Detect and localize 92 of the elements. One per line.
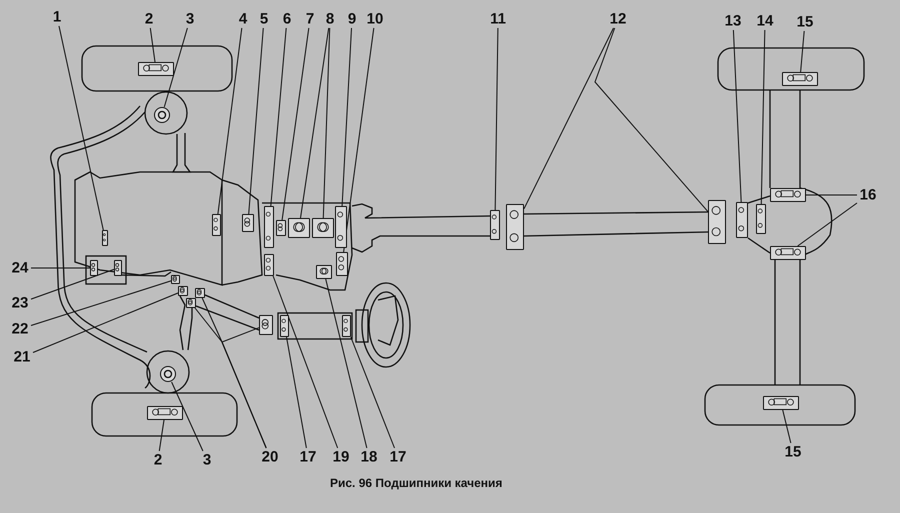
leader-line [300,28,330,218]
leader-line [272,276,338,448]
callout-number: 6 [282,12,292,26]
leader-line [30,268,114,300]
bearing [212,214,221,236]
bearing [178,286,188,296]
bearing [154,107,170,123]
leader-line [282,28,310,220]
bearing [736,202,748,238]
leader-line [782,410,792,444]
bearing [195,288,205,298]
leader-line [30,280,172,326]
leader-line [221,327,267,448]
bearing [708,200,726,244]
bearing [160,366,176,382]
leader-line [325,278,368,448]
callout-number: 14 [756,14,774,28]
leader-line [164,28,188,108]
bearing [264,206,274,248]
callout-number: 21 [14,350,30,364]
bearing [276,220,286,236]
bearing [102,230,108,246]
leader-line [286,336,307,448]
callout-number: 5 [260,12,268,26]
leader-line [732,30,742,202]
callout-number: 24 [12,260,28,276]
callout-number: 8 [326,12,334,26]
callout-number: 15 [784,444,802,460]
bearing [770,188,806,202]
leader-line [343,28,374,252]
bearing [242,214,254,232]
callout-number: 23 [12,296,28,310]
bearing [147,406,183,420]
callout-number: 19 [332,450,350,464]
bearing [782,72,818,86]
bearing [312,218,334,238]
leader-line [800,30,805,72]
callout-number: 15 [796,14,814,30]
leader-line [248,28,264,214]
leader-line [806,194,858,196]
leader-line [594,28,708,212]
bearing [288,218,310,238]
leader-line [58,26,104,230]
callout-number: 1 [52,10,62,24]
callout-number: 18 [360,450,378,464]
callout-number: 2 [144,12,154,26]
leader-line [270,28,287,206]
bearing [763,396,799,410]
leader-line [150,28,156,62]
bearing [138,62,174,76]
bearing [770,246,806,260]
callout-number: 3 [202,452,212,468]
callout-number: 4 [238,12,248,26]
leader-line [322,28,330,218]
bearing [756,204,766,234]
callout-number: 2 [154,452,162,468]
leader-line [158,420,164,452]
figure-caption: Рис. 96 Подшипники качения [330,476,502,490]
bearing [316,265,332,279]
bearing [342,315,351,337]
callout-number: 16 [860,188,876,202]
bearing [171,275,180,284]
callout-number: 11 [490,12,506,26]
bearing [259,315,273,335]
leader-line [350,336,395,448]
callout-number: 20 [262,450,278,464]
leader-line [760,30,766,204]
callout-number: 22 [12,322,28,336]
callout-number: 3 [186,12,194,26]
bearing [336,252,348,276]
bearing [490,210,500,240]
leader-line [342,28,352,206]
bearing [264,254,274,276]
callout-number: 13 [724,14,742,28]
leader-line [494,28,498,210]
callout-number: 10 [366,12,384,26]
callout-number: 12 [610,12,626,26]
callout-number: 9 [348,12,356,26]
leader-line [217,28,242,214]
callout-number: 7 [306,12,314,26]
leader-line [171,382,204,452]
bearing [114,260,122,276]
callout-number: 17 [390,450,406,464]
bearing [506,204,524,250]
bearing [280,315,289,337]
bearing [186,298,196,308]
bearing [335,206,347,248]
leader-line [797,202,858,246]
leader-line [524,28,614,210]
bearing [90,260,98,276]
leader-line [32,292,178,353]
callout-number: 17 [300,450,316,464]
